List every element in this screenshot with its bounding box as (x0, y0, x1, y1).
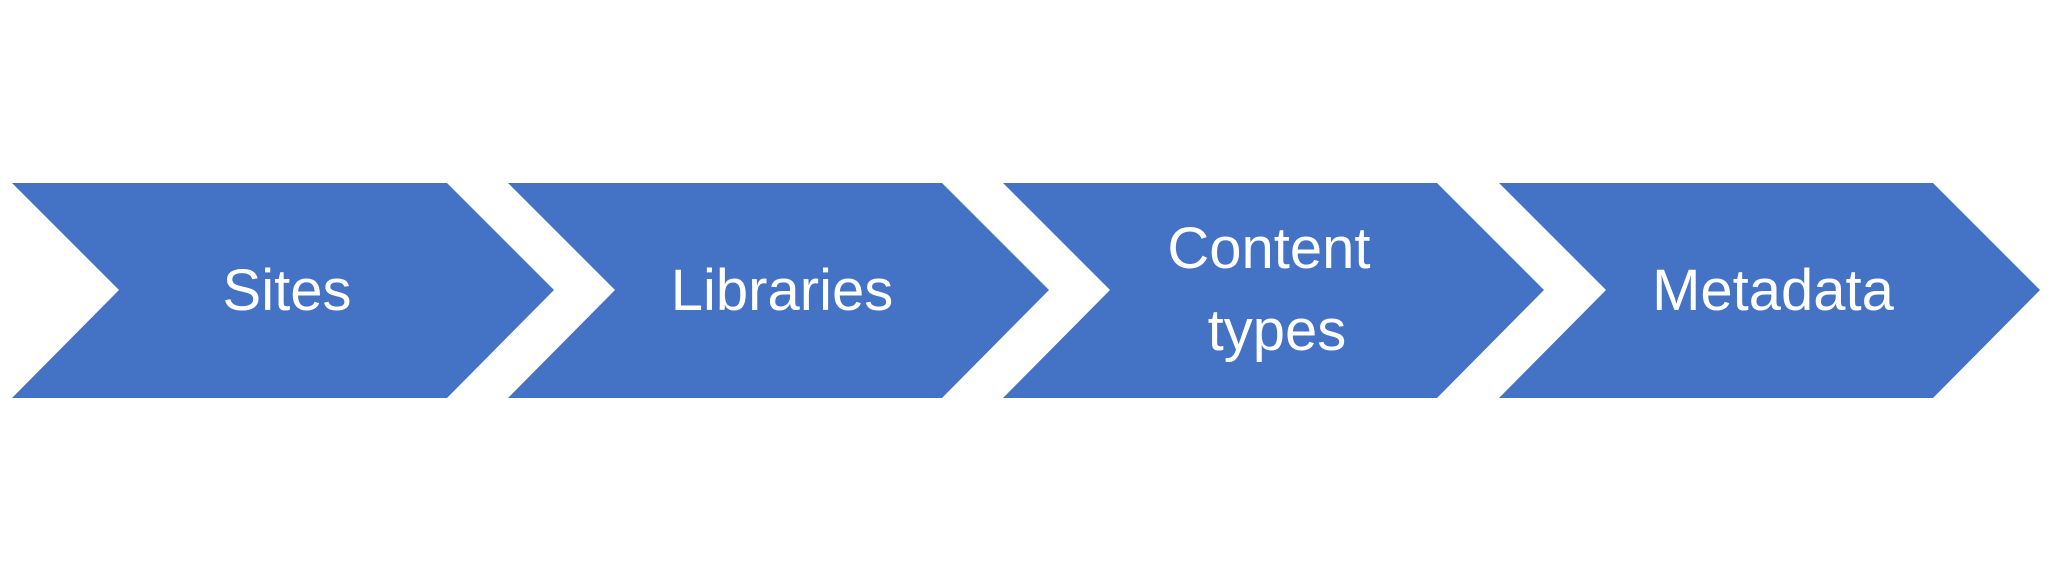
step-label-metadata: Metadata (1652, 258, 1895, 323)
chevron-shape-libraries (508, 183, 1049, 398)
step-label-sites: Sites (223, 258, 352, 323)
step-label-content-types: Content types (1167, 216, 1386, 363)
step-label-line: Metadata (1652, 258, 1895, 323)
step-label-libraries: Libraries (671, 258, 893, 323)
chevron-shape-metadata (1499, 183, 2040, 398)
step-label-line: Content (1167, 216, 1370, 281)
step-label-line: types (1208, 298, 1347, 363)
chevron-step-metadata: Metadata (1499, 183, 2040, 398)
step-label-line: Sites (223, 258, 352, 323)
chevron-shape-sites (12, 183, 554, 398)
step-label-line: Libraries (671, 258, 893, 323)
chevron-shape-content-types (1003, 183, 1544, 398)
chevron-step-libraries: Libraries (508, 183, 1049, 398)
chevron-step-sites: Sites (12, 183, 554, 398)
chevron-step-content-types: Content types (1003, 183, 1544, 398)
